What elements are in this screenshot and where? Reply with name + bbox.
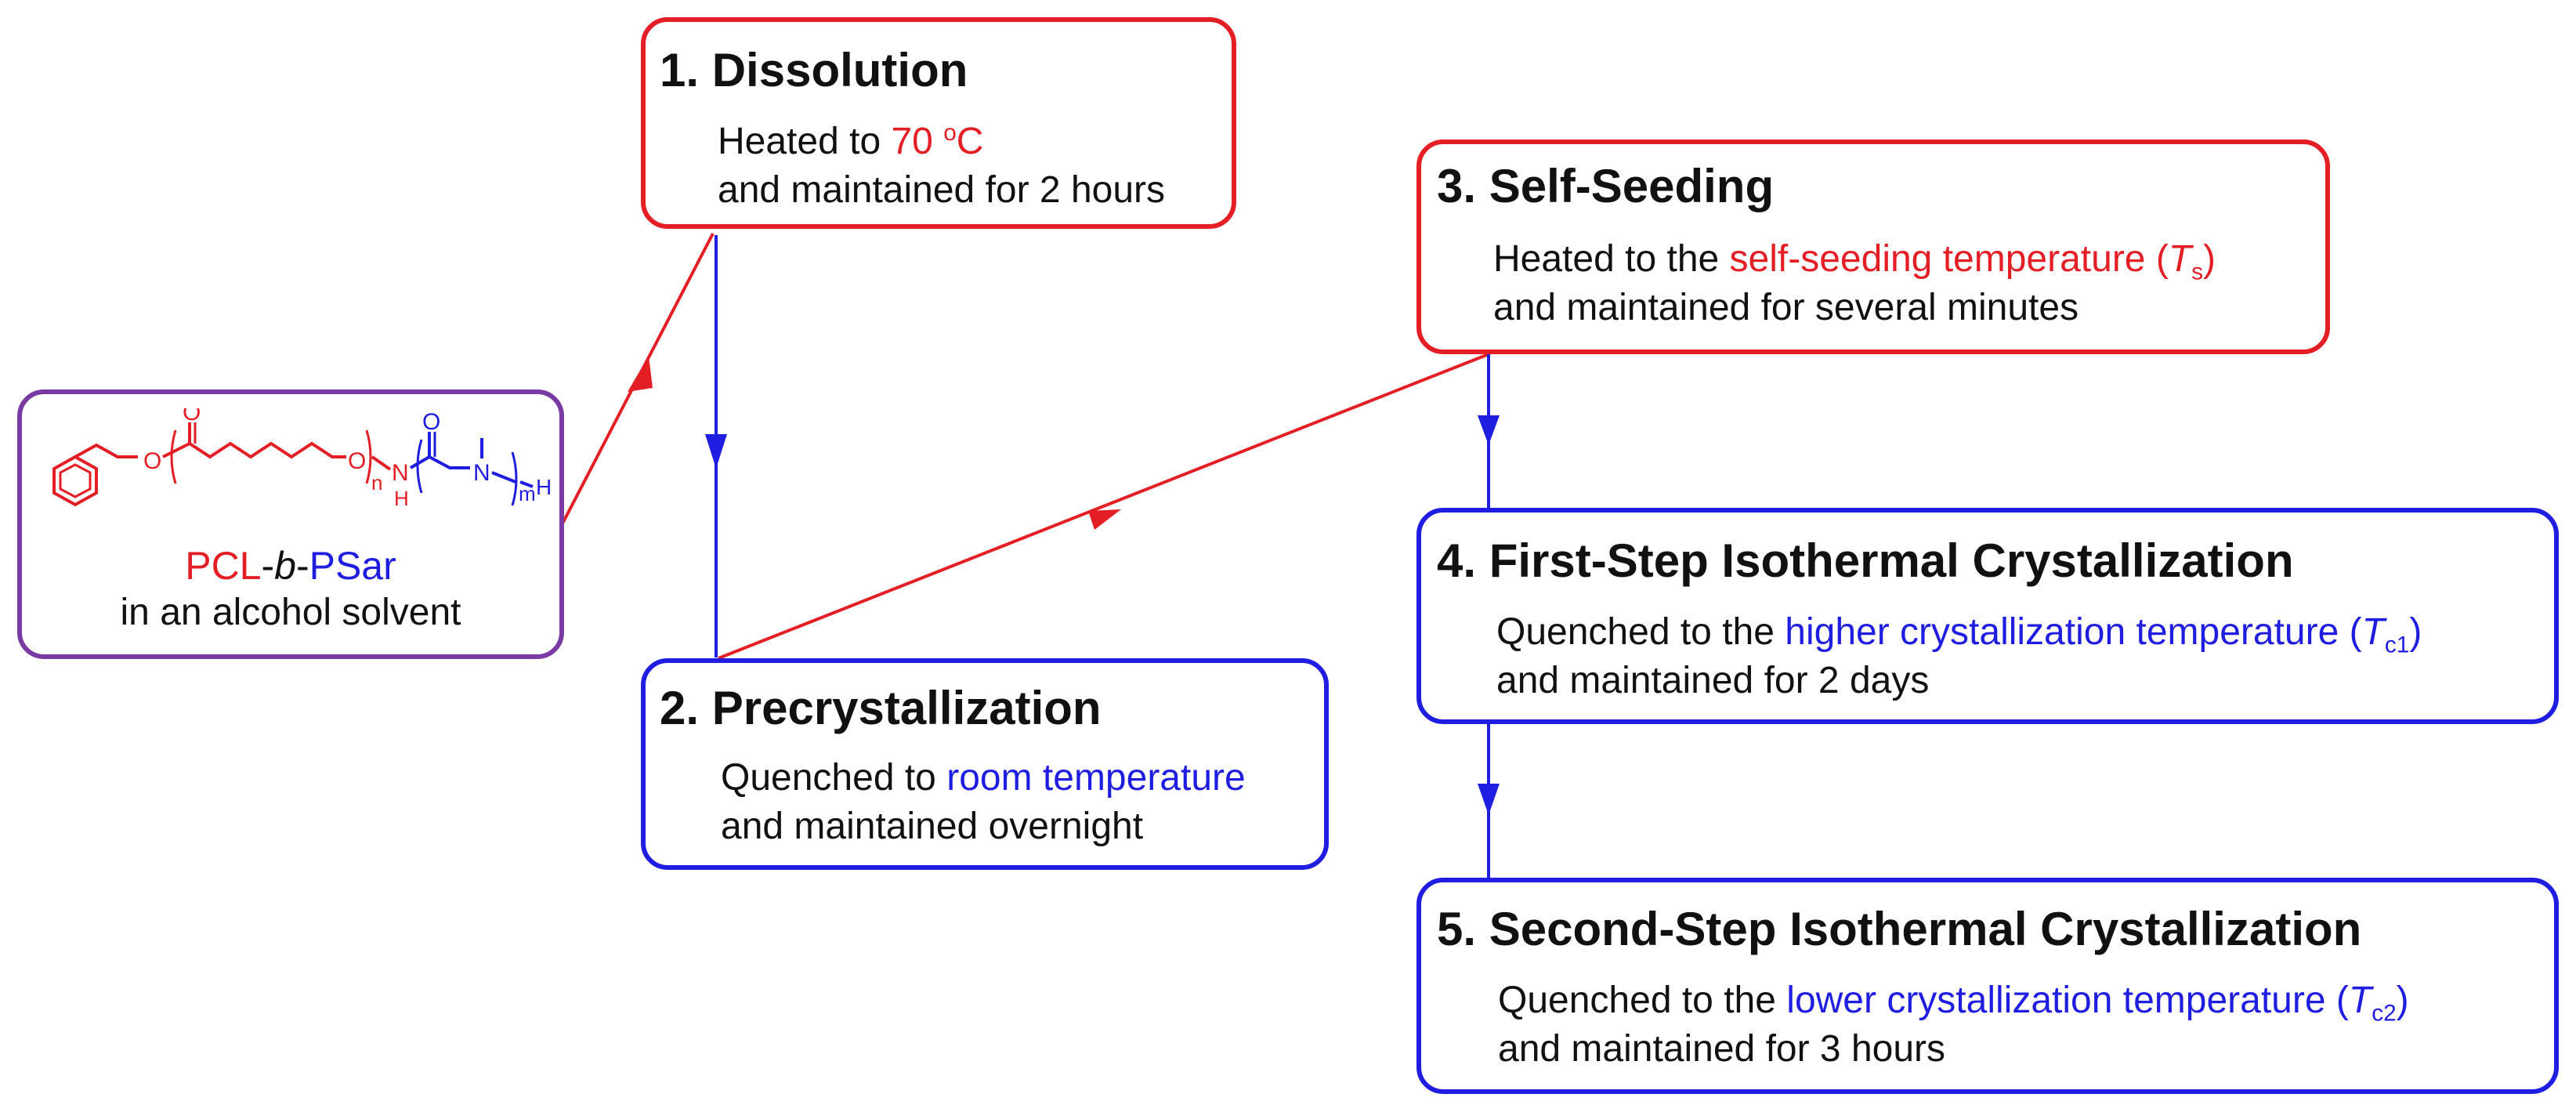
polymer-separator-2: -: [295, 544, 309, 588]
step-4-first-step-box: 4. First-Step Isothermal Crystallization…: [1416, 508, 2559, 724]
step-3-temperature-subscript: s: [2191, 259, 2204, 285]
step-4-temperature-symbol: T: [2361, 611, 2385, 653]
psar-carbonyl-oxygen-label: O: [422, 409, 440, 435]
polymer-pcl: PCL: [185, 544, 262, 588]
pcl-repeat-n-label: n: [371, 471, 382, 494]
polymer-name: PCL-b-PSar: [22, 543, 559, 589]
polymer-psar: PSar: [309, 544, 396, 588]
step-5-line-1: Quenched to the lower crystallization te…: [1498, 978, 2409, 1025]
ester-oxygen-label: O: [143, 448, 161, 474]
step-4-title: 4. First-Step Isothermal Crystallization: [1437, 534, 2294, 587]
amide-nitrogen-label: N: [392, 460, 409, 486]
step-4-line-1-prefix: Quenched to the: [1496, 611, 1785, 653]
step-3-line-1-prefix: Heated to the: [1493, 238, 1730, 280]
step-2-temperature: room temperature: [946, 757, 1246, 799]
step-3-temperature: self-seeding temperature (Ts): [1729, 238, 2216, 284]
step-1-degree: o: [943, 120, 957, 146]
step-2-precrystallization-box: 2. Precrystallization Quenched to room t…: [641, 658, 1329, 870]
step-5-temperature-subscript: c2: [2372, 1000, 2397, 1027]
step-4-temperature-label: higher crystallization temperature (: [1785, 611, 2362, 653]
arrowhead-dissolution-to-precrystallization: [705, 434, 727, 469]
amide-hydrogen-label: H: [394, 487, 409, 510]
terminal-hydrogen-label: H: [536, 475, 552, 499]
benzene-inner-ring: [59, 463, 92, 498]
step-1-title: 1. Dissolution: [660, 44, 968, 96]
step-4-line-2: and maintained for 2 days: [1496, 660, 1930, 701]
pcl-carbonyl-oxygen-label: O: [183, 408, 201, 426]
psar-repeat-m-label: m: [519, 482, 536, 505]
step-4-line-1: Quenched to the higher crystallization t…: [1496, 610, 2422, 657]
solvent-label: in an alcohol solvent: [120, 592, 461, 633]
step-5-temperature: lower crystallization temperature (Tc2): [1786, 980, 2409, 1025]
step-5-temperature-symbol: T: [2348, 980, 2372, 1021]
step-3-line-1: Heated to the self-seeding temperature (…: [1493, 237, 2216, 284]
psar-nitrogen-label: N: [473, 460, 490, 486]
step-2-line-1-prefix: Quenched to: [721, 757, 947, 799]
pcl-chain: [74, 443, 138, 458]
psar-backbone: [409, 455, 470, 469]
terminal-bond: [519, 480, 534, 488]
step-4-temperature-subscript: c1: [2384, 632, 2410, 658]
arrowhead-precrystallization-to-self-seeding: [1088, 509, 1121, 530]
step-2-title: 2. Precrystallization: [660, 682, 1102, 734]
psar-to-bracket-bond: [491, 471, 516, 484]
step-3-temperature-label: self-seeding temperature (: [1729, 238, 2169, 280]
step-5-temperature-label: lower crystallization temperature (: [1786, 980, 2349, 1021]
pcl-ether-oxygen-label: O: [348, 448, 366, 474]
step-1-dissolution-box: 1. Dissolution Heated to 70 oC and maint…: [641, 17, 1236, 229]
benzene-ring: [52, 455, 98, 507]
step-1-line-2: and maintained for 2 hours: [718, 169, 1166, 211]
step-3-temperature-close: ): [2203, 238, 2216, 280]
step-4-temperature: higher crystallization temperature (Tc1): [1785, 611, 2422, 657]
step-3-self-seeding-box: 3. Self-Seeding Heated to the self-seedi…: [1416, 139, 2330, 354]
pcl-backbone: [162, 441, 346, 459]
step-5-title: 5. Second-Step Isothermal Crystallizatio…: [1437, 903, 2362, 955]
psar-bracket-left: [416, 439, 423, 494]
polymer-b: b: [274, 544, 296, 588]
step-5-second-step-box: 5. Second-Step Isothermal Crystallizatio…: [1416, 878, 2559, 1094]
step-5-line-2: and maintained for 3 hours: [1498, 1028, 1946, 1070]
step-2-line-1: Quenched to room temperature: [721, 755, 1246, 801]
start-polymer-box: O O O n N H O N m H PCL-b-PSar in an alc…: [17, 389, 564, 659]
step-1-temperature-value: 70: [891, 121, 944, 162]
polymer-separator-1: -: [261, 544, 275, 588]
pcl-bracket-left: [170, 429, 177, 484]
step-3-temperature-symbol: T: [2168, 238, 2192, 280]
step-2-line-2: and maintained overnight: [721, 806, 1144, 847]
pcl-b-psar-structure: O O O n N H O N m H: [52, 408, 552, 510]
pcl-to-amide-bond: [371, 455, 392, 471]
step-5-temperature-close: ): [2396, 980, 2409, 1021]
pcl-bracket-right: [365, 429, 372, 484]
step-4-temperature-close: ): [2409, 611, 2422, 653]
step-5-line-1-prefix: Quenched to the: [1498, 980, 1787, 1021]
step-1-line-1: Heated to 70 oC: [718, 119, 983, 165]
step-1-temperature: 70 oC: [891, 121, 983, 162]
step-3-line-2: and maintained for several minutes: [1493, 287, 2079, 328]
arrowhead-self-seeding-to-first-step: [1478, 415, 1500, 445]
arrow-precrystallization-to-self-seeding: [718, 353, 1489, 660]
arrowhead-start-to-dissolution: [628, 356, 653, 392]
arrowhead-first-step-to-second-step: [1478, 784, 1500, 815]
step-1-line-1-prefix: Heated to: [718, 121, 892, 162]
step-1-temperature-unit: C: [956, 121, 984, 162]
step-3-title: 3. Self-Seeding: [1437, 160, 1775, 212]
psar-bracket-right: [511, 451, 518, 506]
